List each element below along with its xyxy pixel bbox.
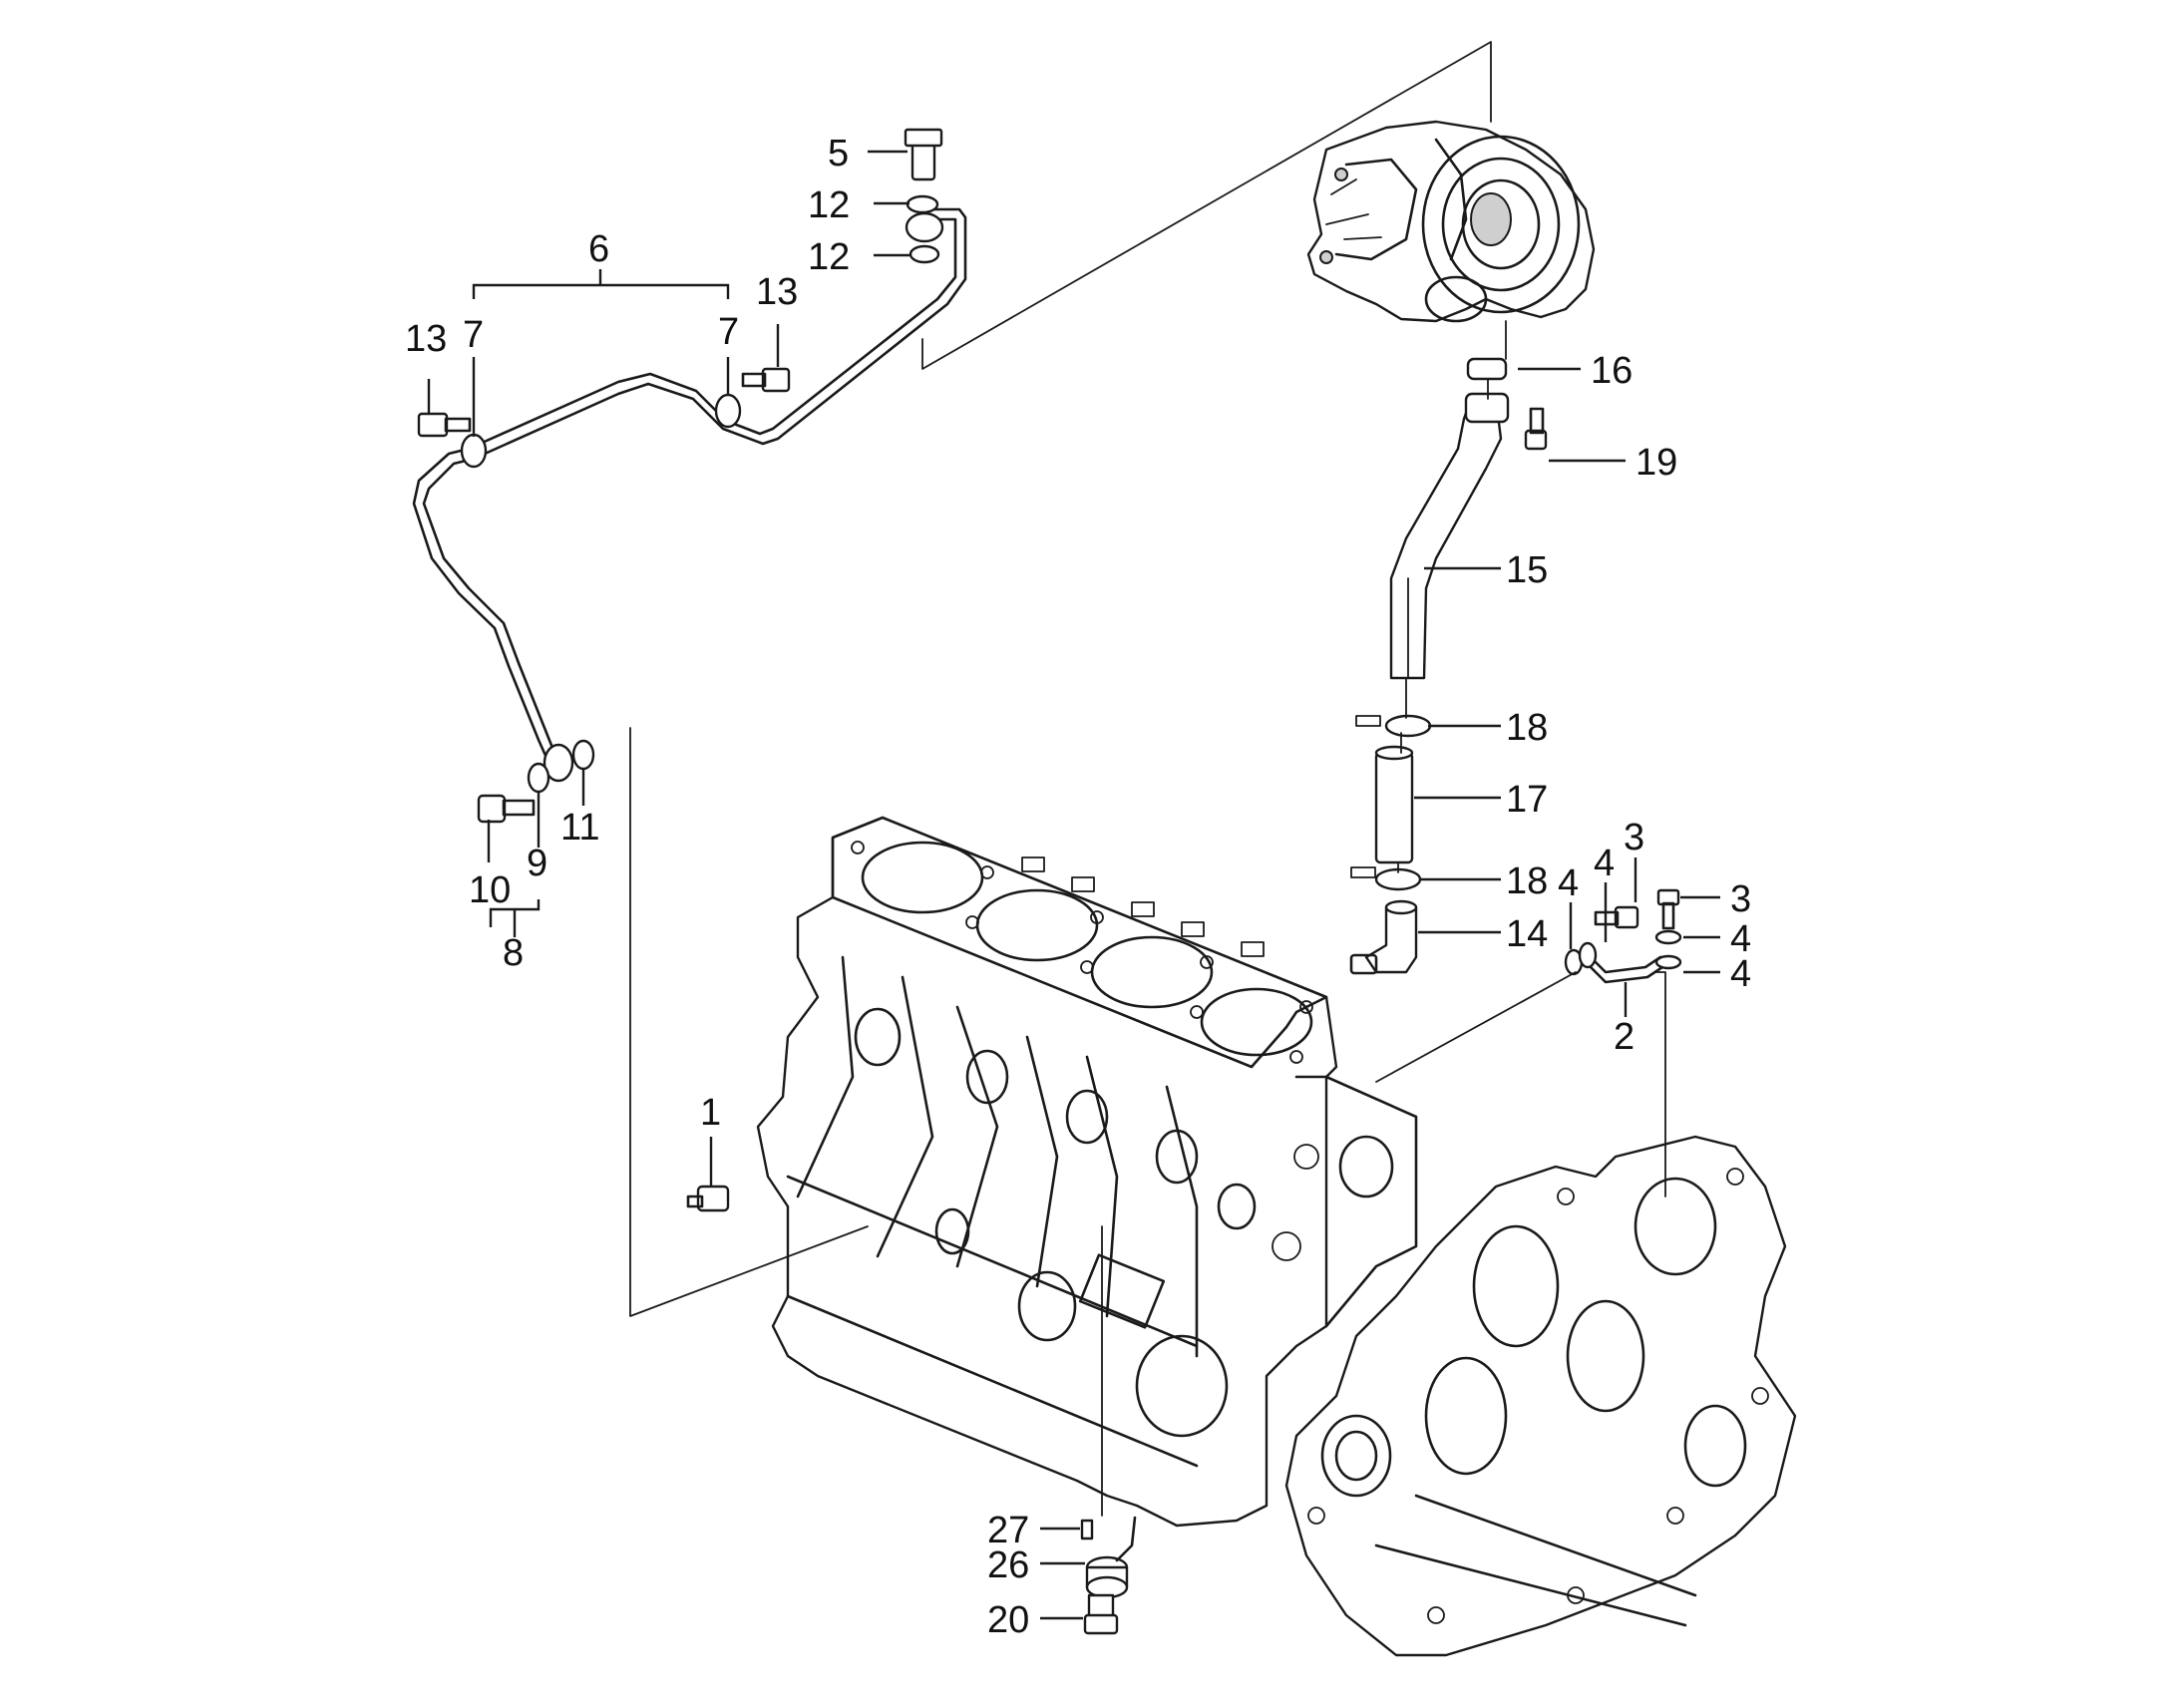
callout-27: 27 (987, 1510, 1029, 1551)
callout-5: 5 (828, 133, 849, 174)
callout-8: 8 (503, 932, 524, 974)
oil-return-pipe (1389, 397, 1503, 680)
callout-13-left: 13 (405, 318, 447, 360)
washer-12-lower (908, 244, 940, 264)
callout-4-b: 4 (1594, 843, 1615, 884)
washer-4-b (1578, 941, 1598, 969)
bolt-10 (477, 794, 536, 824)
callout-16: 16 (1591, 350, 1633, 392)
callout-15: 15 (1506, 549, 1548, 591)
callout-4-d: 4 (1730, 953, 1751, 995)
callout-6: 6 (588, 228, 609, 270)
callout-12-upper: 12 (808, 184, 850, 226)
callout-leaders (427, 150, 1720, 1620)
callout-4-c: 4 (1730, 918, 1751, 960)
callout-4-a: 4 (1558, 862, 1579, 904)
oil-supply-pipe (412, 207, 967, 760)
callout-11: 11 (560, 807, 599, 849)
callout-1: 1 (700, 1092, 721, 1134)
banjo-fitting-top (905, 211, 944, 243)
callout-18-upper: 18 (1506, 707, 1548, 749)
bolt-13-right (741, 367, 791, 393)
washer-12-upper (906, 194, 939, 214)
timing-gear-case (1284, 1135, 1797, 1657)
banjo-bolt-top (904, 128, 943, 181)
bolt-3-a (1594, 905, 1639, 929)
clamp-7-left (460, 433, 488, 469)
callout-26: 26 (987, 1544, 1029, 1586)
callout-labels: 5 12 12 6 7 7 13 13 10 9 11 8 16 19 15 1… (405, 133, 1751, 1641)
turbocharger (1306, 120, 1596, 323)
callout-12-lower: 12 (808, 236, 850, 278)
callout-13-right: 13 (756, 271, 798, 313)
bolt-3-b (1656, 888, 1680, 930)
banjo-fitting-bottom (543, 743, 574, 783)
pin-27 (1080, 1519, 1094, 1540)
callout-19: 19 (1635, 442, 1677, 484)
callout-14: 14 (1506, 913, 1548, 955)
washer-11 (571, 739, 595, 771)
washer-4-d (1654, 954, 1682, 970)
washer-9 (527, 762, 550, 794)
hose-17 (1374, 745, 1414, 864)
plug-20 (1083, 1593, 1119, 1635)
callout-10: 10 (469, 869, 511, 911)
clamp-7-right (714, 393, 742, 429)
callout-3-b: 3 (1730, 878, 1751, 920)
fitting-26 (1085, 1516, 1137, 1599)
callout-3-a: 3 (1624, 817, 1644, 858)
callout-2: 2 (1614, 1016, 1635, 1058)
flange-16 (1466, 357, 1508, 381)
small-pipe-2 (1589, 955, 1664, 984)
bolt-13-left (417, 412, 472, 438)
callout-7-left: 7 (463, 314, 484, 356)
bolt-19 (1524, 407, 1548, 451)
fitting-1 (686, 1185, 730, 1212)
callout-20: 20 (987, 1599, 1029, 1641)
hose-clamp-18-upper (1384, 714, 1432, 738)
callout-17: 17 (1506, 779, 1548, 821)
callout-7-right: 7 (718, 311, 739, 353)
cylinder-block (756, 816, 1418, 1528)
elbow-14 (1349, 899, 1418, 975)
washer-4-c (1654, 929, 1682, 945)
callout-9: 9 (527, 843, 547, 884)
assembly-lines (629, 41, 1666, 1517)
pipe-flange (1464, 392, 1510, 424)
callout-18-lower: 18 (1506, 860, 1548, 902)
